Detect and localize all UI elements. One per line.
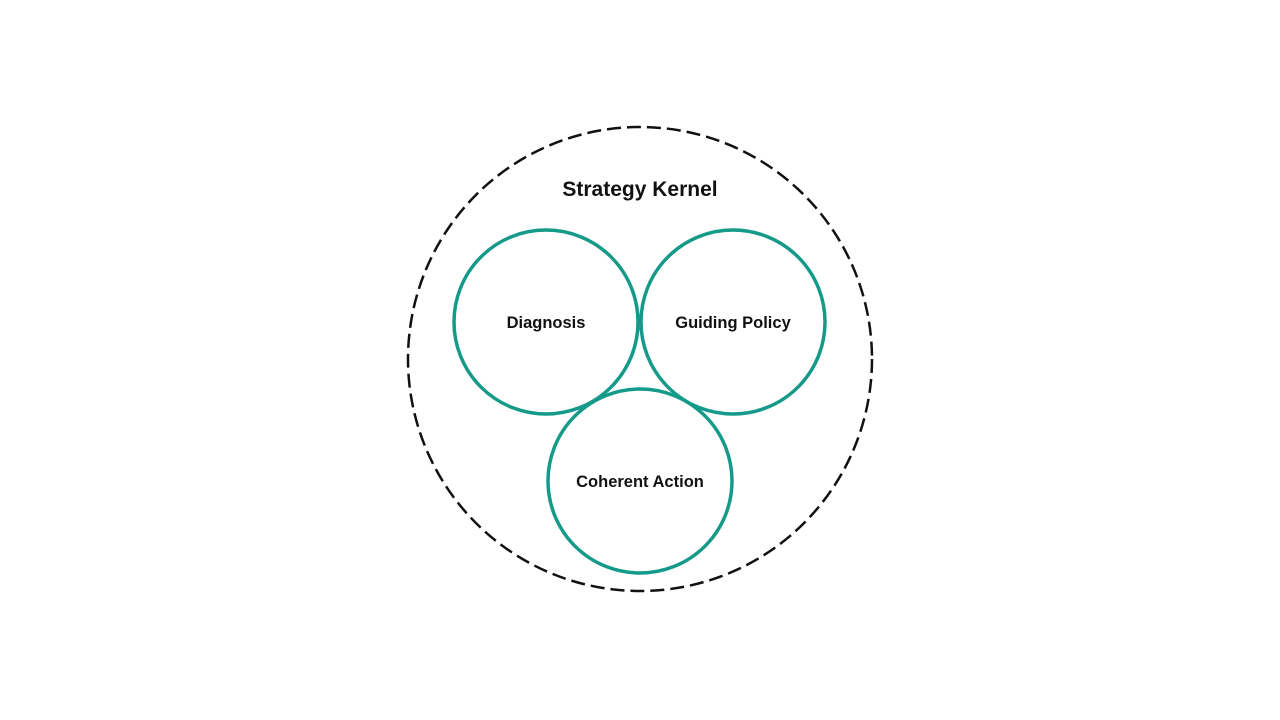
outer-boundary-circle	[406, 125, 874, 593]
node-diagnosis: Diagnosis	[452, 228, 640, 416]
node-coherent-action: Coherent Action	[546, 387, 734, 575]
diagnosis-circle	[452, 228, 640, 416]
coherent-action-label: Coherent Action	[576, 473, 704, 491]
diagnosis-label: Diagnosis	[507, 314, 586, 332]
guiding-policy-label: Guiding Policy	[675, 314, 791, 332]
coherent-action-circle	[546, 387, 734, 575]
guiding-policy-circle	[639, 228, 827, 416]
diagram-title: Strategy Kernel	[562, 178, 717, 201]
node-guiding-policy: Guiding Policy	[639, 228, 827, 416]
